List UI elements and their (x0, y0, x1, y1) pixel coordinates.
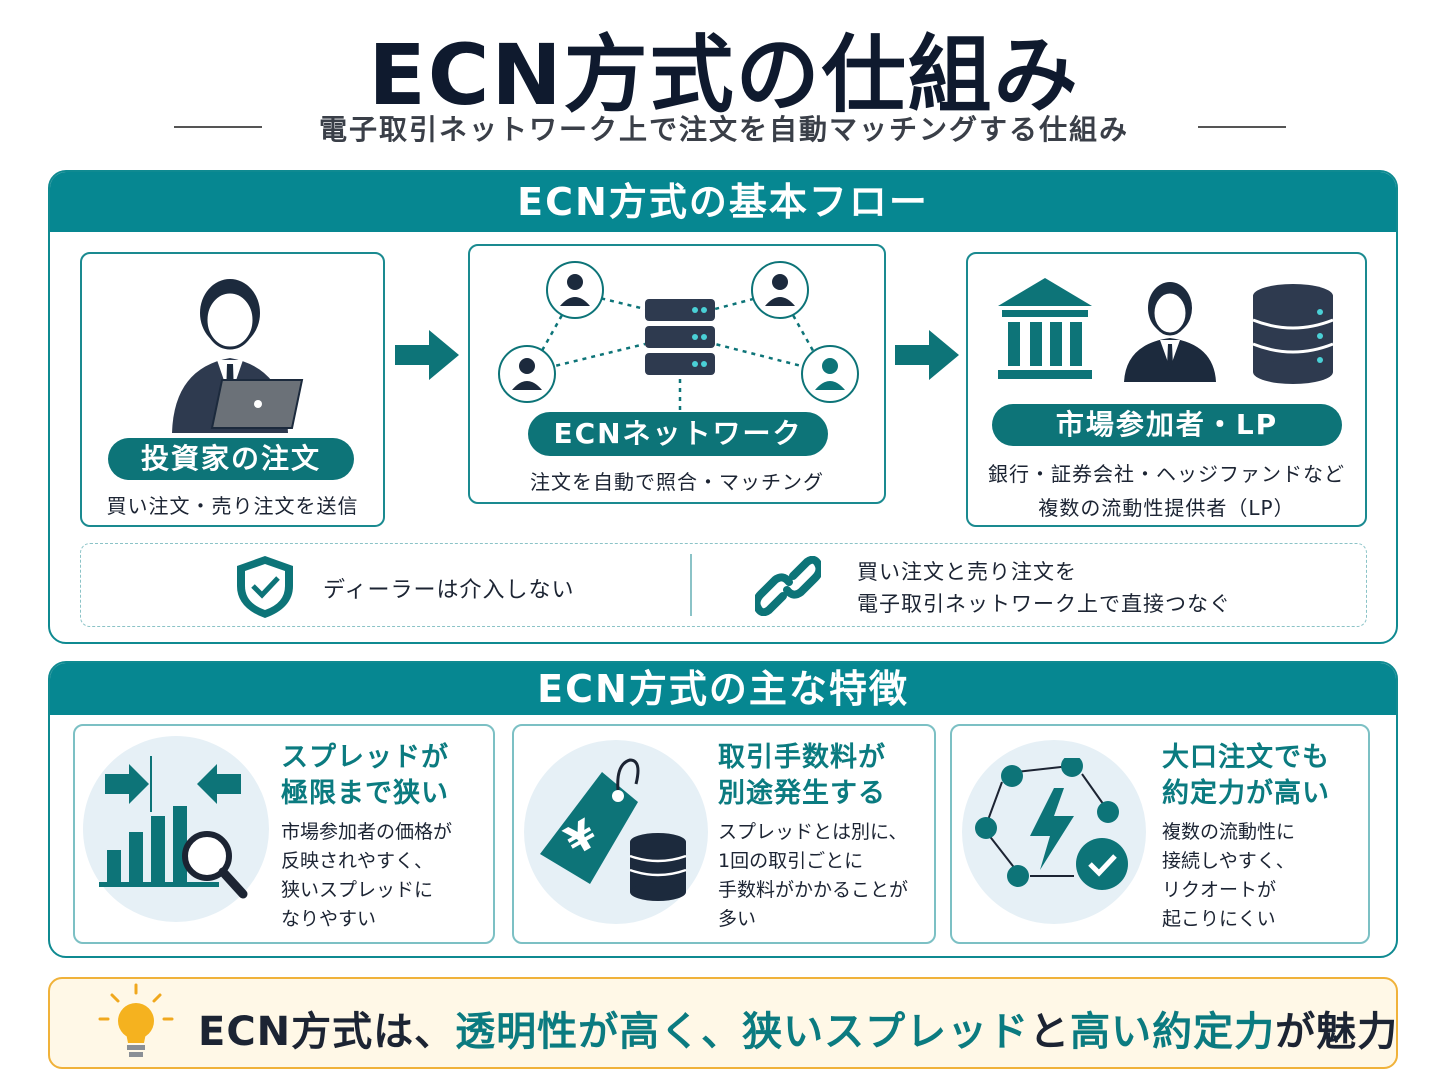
participants-desc-1: 銀行・証券会社・ヘッジファンドなど (988, 462, 1345, 486)
feature-title-2: 約定力が高い (1162, 778, 1330, 809)
investor-laptop-icon (172, 279, 304, 433)
feature-title-1: 大口注文でも (1162, 742, 1330, 773)
basic-flow-heading: ECN方式の基本フロー (50, 172, 1396, 232)
feature-title-1: スプレッドが (281, 742, 449, 773)
arrow-right-icon (395, 330, 459, 380)
feature-card-execution: 大口注文でも 約定力が高い 複数の流動性に接続しやすく、リクオートが起こりにくい (950, 724, 1370, 944)
direct-connect-note-line2: 電子取引ネットワーク上で直接つなぐ (857, 592, 1231, 616)
feature-text: 複数の流動性に接続しやすく、リクオートが起こりにくい (1162, 821, 1296, 930)
investor-card: 投資家の注文 買い注文・売り注文を送信 (80, 252, 385, 527)
network-diagram-icon (498, 261, 859, 414)
database-icon (1252, 284, 1334, 384)
page-title: ECN方式の仕組み (368, 26, 1080, 124)
feature-card-spread: スプレッドが 極限まで狭い 市場参加者の価格が反映されやすく、狭いスプレッドにな… (73, 724, 495, 944)
direct-connect-note-line1: 買い注文と売り注文を (857, 560, 1077, 584)
person-icon (1124, 282, 1216, 382)
lightbulb-icon (98, 983, 174, 1057)
no-dealer-note: ディーラーは介入しない (323, 578, 575, 603)
ecn-network-desc: 注文を自動で照合・マッチング (530, 470, 824, 494)
link-chain-icon (755, 556, 821, 616)
ecn-network-card: ECNネットワーク 注文を自動で照合・マッチング (468, 244, 886, 504)
participants-label: 市場参加者・LP (992, 404, 1342, 446)
divider (690, 554, 692, 616)
feature-card-commission: ¥ 取引手数料が 別途発生する スプレッドとは別に、1回の取引ごとに手数料がかか… (512, 724, 936, 944)
summary-banner: ECN方式は、透明性が高く、狭いスプレッドと高い約定力が魅力 (48, 977, 1398, 1069)
yen-tag-coins-icon: ¥ (540, 758, 687, 901)
feature-title-2: 別途発生する (718, 778, 886, 809)
divider (1198, 126, 1286, 128)
arrow-right-icon (895, 330, 959, 380)
shield-check-icon (237, 556, 293, 618)
page-subtitle: 電子取引ネットワーク上で注文を自動マッチングする仕組み (318, 113, 1129, 146)
summary-text: ECN方式は、透明性が高く、狭いスプレッドと高い約定力が魅力 (198, 1009, 1399, 1055)
flow-notes: ディーラーは介入しない 買い注文と売り注文を 電子取引ネットワーク上で直接つなぐ (80, 543, 1367, 627)
feature-title-1: 取引手数料が (718, 742, 886, 773)
network-lightning-check-icon (975, 758, 1128, 890)
feature-text: スプレッドとは別に、1回の取引ごとに手数料がかかることが多い (718, 821, 909, 930)
spread-chart-magnifier-icon (99, 756, 248, 899)
divider (174, 126, 262, 128)
participants-desc-2: 複数の流動性提供者（LP） (1038, 496, 1295, 520)
feature-text: 市場参加者の価格が反映されやすく、狭いスプレッドになりやすい (281, 821, 453, 930)
features-heading: ECN方式の主な特徴 (50, 663, 1396, 715)
investor-label: 投資家の注文 (108, 438, 354, 480)
market-participants-card: 市場参加者・LP 銀行・証券会社・ヘッジファンドなど 複数の流動性提供者（LP） (966, 252, 1367, 527)
bank-icon (998, 278, 1092, 379)
ecn-network-label: ECNネットワーク (528, 412, 828, 456)
feature-title-2: 極限まで狭い (281, 778, 449, 809)
investor-desc: 買い注文・売り注文を送信 (106, 494, 359, 518)
